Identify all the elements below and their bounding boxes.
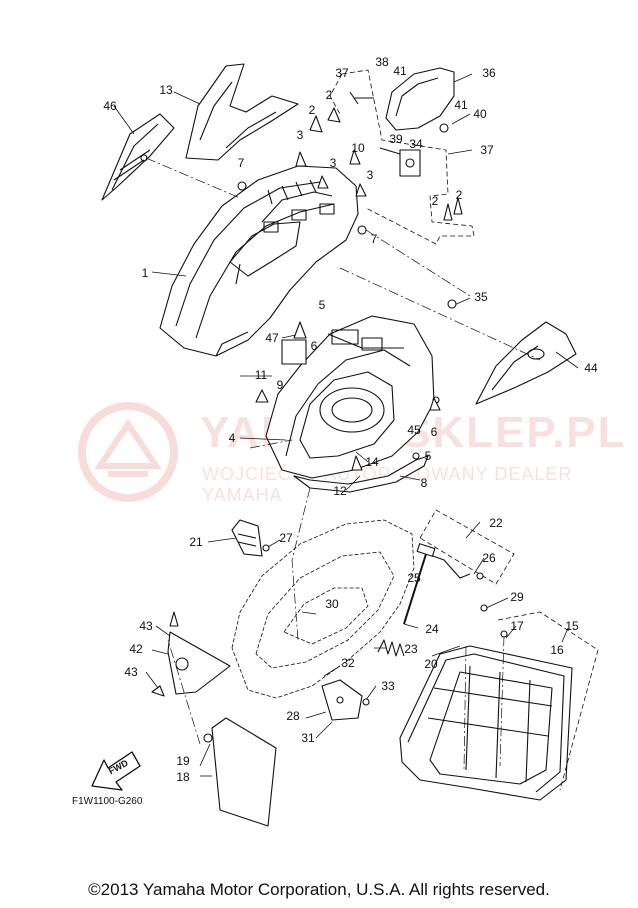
callout-30[interactable]: 30 xyxy=(325,597,339,611)
callout-37[interactable]: 37 xyxy=(335,66,349,80)
callout-18[interactable]: 18 xyxy=(176,770,190,784)
callout-26[interactable]: 26 xyxy=(482,551,496,565)
callout-34[interactable]: 34 xyxy=(409,137,423,151)
callout-42[interactable]: 42 xyxy=(129,642,143,656)
callout-6[interactable]: 6 xyxy=(430,425,438,439)
part-12-seal xyxy=(293,455,429,493)
callout-43[interactable]: 43 xyxy=(139,619,153,633)
part-36-hatch-lid xyxy=(385,67,455,131)
callout-25[interactable]: 25 xyxy=(407,571,421,585)
part-28-bracket xyxy=(321,679,363,721)
part-44-side-panel xyxy=(475,321,577,405)
callout-32[interactable]: 32 xyxy=(341,656,355,670)
callout-8[interactable]: 8 xyxy=(420,476,428,490)
callout-13[interactable]: 13 xyxy=(159,83,173,97)
callout-7[interactable]: 7 xyxy=(370,232,378,246)
callout-46[interactable]: 46 xyxy=(103,99,117,113)
callout-24[interactable]: 24 xyxy=(425,622,439,636)
callout-7[interactable]: 7 xyxy=(237,156,245,170)
callout-22[interactable]: 22 xyxy=(489,516,503,530)
callout-5[interactable]: 5 xyxy=(424,449,432,463)
callout-5[interactable]: 5 xyxy=(318,298,326,312)
callout-6[interactable]: 6 xyxy=(310,339,318,353)
callout-20[interactable]: 20 xyxy=(424,657,438,671)
part-34-hinge xyxy=(399,149,421,177)
part-21-hinge xyxy=(231,519,263,557)
callout-29[interactable]: 29 xyxy=(510,590,524,604)
callout-39[interactable]: 39 xyxy=(389,132,403,146)
callout-44[interactable]: 44 xyxy=(584,361,598,375)
hull-phantom xyxy=(231,519,415,699)
part-25-damper xyxy=(403,543,471,625)
copyright-notice: ©2013 Yamaha Motor Corporation, U.S.A. A… xyxy=(88,880,550,899)
callout-3[interactable]: 3 xyxy=(329,156,337,170)
callout-27[interactable]: 27 xyxy=(279,531,293,545)
callout-47[interactable]: 47 xyxy=(265,331,279,345)
callout-12[interactable]: 12 xyxy=(333,484,347,498)
part-13-top-cover xyxy=(185,63,299,161)
callout-3[interactable]: 3 xyxy=(366,168,374,182)
callout-2[interactable]: 2 xyxy=(308,103,316,117)
callout-2[interactable]: 2 xyxy=(455,188,463,202)
callout-19[interactable]: 19 xyxy=(176,754,190,768)
callout-21[interactable]: 21 xyxy=(189,535,203,549)
part-16-storage-bin xyxy=(399,645,573,801)
callout-23[interactable]: 23 xyxy=(404,642,418,656)
part-23-spring xyxy=(377,639,405,657)
callout-2[interactable]: 2 xyxy=(325,88,333,102)
callout-41[interactable]: 41 xyxy=(454,98,468,112)
callout-35[interactable]: 35 xyxy=(474,290,488,304)
fwd-arrow-icon xyxy=(91,751,141,791)
callout-37[interactable]: 37 xyxy=(480,143,494,157)
callout-40[interactable]: 40 xyxy=(473,107,487,121)
callout-38[interactable]: 38 xyxy=(375,55,389,69)
callout-4[interactable]: 4 xyxy=(228,431,236,445)
callout-14[interactable]: 14 xyxy=(365,455,379,469)
callout-9[interactable]: 9 xyxy=(276,378,284,392)
callout-33[interactable]: 33 xyxy=(381,679,395,693)
callout-16[interactable]: 16 xyxy=(550,643,564,657)
callout-31[interactable]: 31 xyxy=(301,731,315,745)
part-1-front-hood xyxy=(159,165,359,357)
fasteners xyxy=(151,91,508,743)
part-42-bracket xyxy=(167,631,231,695)
callout-3[interactable]: 3 xyxy=(296,128,304,142)
callout-15[interactable]: 15 xyxy=(565,619,579,633)
callout-17[interactable]: 17 xyxy=(510,619,524,633)
diagram-code: F1W1100-G260 xyxy=(72,796,143,807)
callout-36[interactable]: 36 xyxy=(482,66,496,80)
callout-11[interactable]: 11 xyxy=(254,368,268,382)
callout-2[interactable]: 2 xyxy=(431,194,439,208)
part-11-bracket xyxy=(281,339,307,365)
part-18-plate xyxy=(211,717,277,827)
callout-10[interactable]: 10 xyxy=(351,141,365,155)
callout-1[interactable]: 1 xyxy=(141,266,149,280)
yamaha-logo-icon xyxy=(78,402,178,502)
callout-43[interactable]: 43 xyxy=(124,665,138,679)
callout-41[interactable]: 41 xyxy=(393,64,407,78)
part-46-side-vent xyxy=(101,113,175,201)
callout-28[interactable]: 28 xyxy=(286,709,300,723)
callout-45[interactable]: 45 xyxy=(407,423,421,437)
